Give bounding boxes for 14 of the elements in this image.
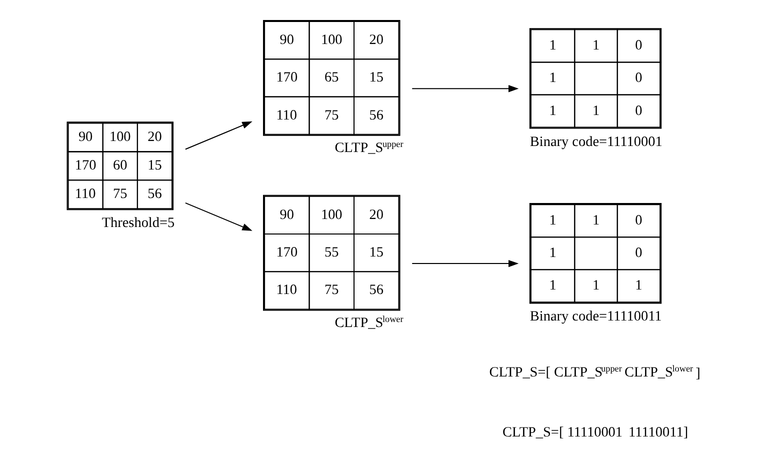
arrow — [185, 202, 252, 231]
node-label: Binary code=11110001 — [530, 134, 662, 150]
node-label: CLTP_S$^{upper}$ — [334, 138, 404, 156]
label: 11110011] — [628, 424, 688, 441]
node-label: Binary code=11110011 — [530, 308, 662, 325]
node-label: Threshold=5 — [102, 215, 175, 232]
label: CLTP_S=[ CLTP_S$^{upper}$ — [489, 364, 622, 381]
node-label: CLTP_S$^{lower}$ — [334, 314, 404, 331]
arrow — [412, 260, 519, 268]
label: CLTP_S$^{lower}$ — [624, 364, 694, 381]
arrow — [412, 85, 519, 92]
label: ] — [696, 366, 700, 382]
arrow — [185, 121, 252, 150]
label: CLTP_S=[ 11110001 — [502, 424, 623, 441]
